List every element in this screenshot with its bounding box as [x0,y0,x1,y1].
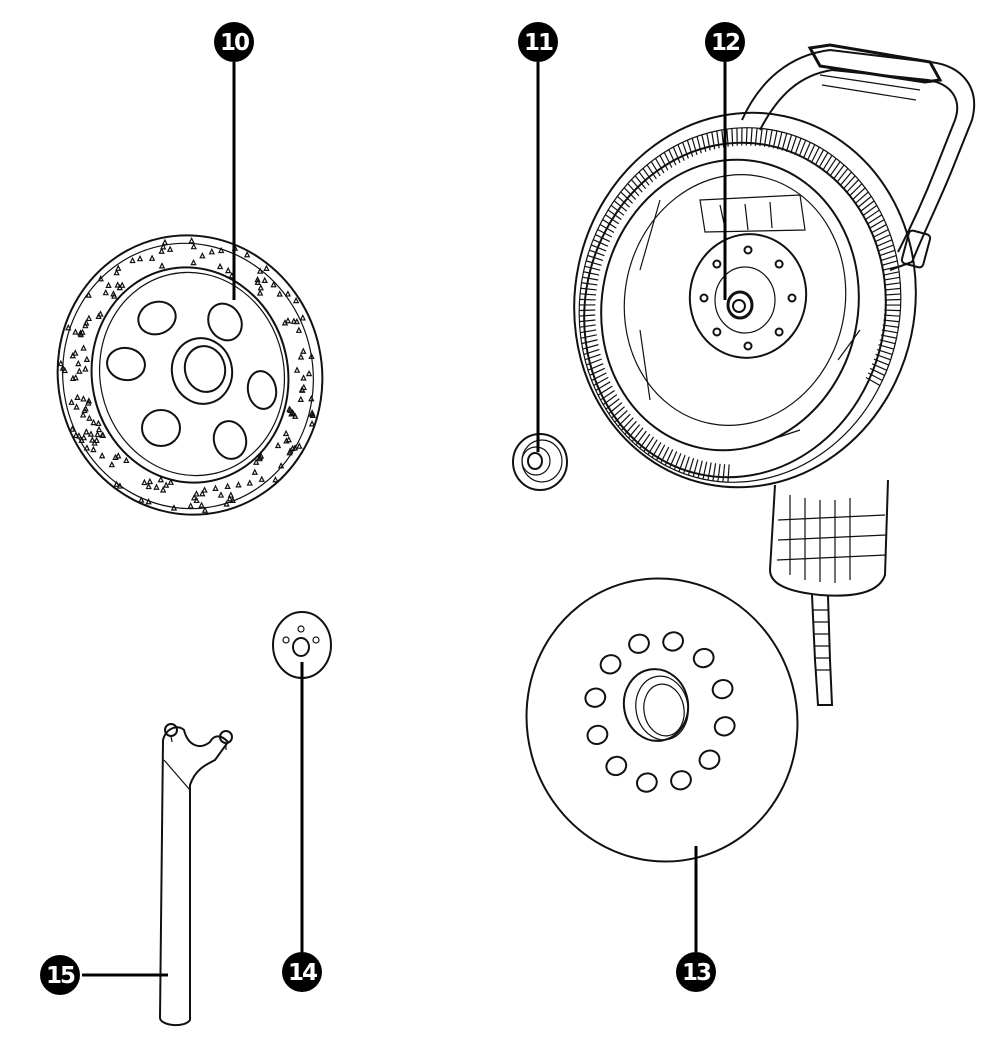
callout-13-label: 13 [682,960,711,986]
callout-12: 12 [705,22,745,62]
callout-11: 11 [518,22,558,62]
callout-14: 14 [282,952,322,992]
flange-nut-part-11 [512,433,568,491]
callout-14-label: 14 [288,960,317,986]
callout-12-label: 12 [711,30,739,56]
pin-spanner-part-15 [158,723,233,1026]
callout-15-label: 15 [46,963,75,989]
backing-plate-part-13 [525,577,799,863]
leader-lines [82,62,727,977]
diamond-disc-part-10 [56,234,324,516]
callout-15: 15 [40,955,80,995]
flange-part-14 [272,611,332,679]
callout-13: 13 [676,952,716,992]
grinder-tool-part-12 [573,43,976,706]
callout-11-label: 11 [524,30,553,56]
callout-10: 10 [214,22,254,62]
callout-10-label: 10 [220,30,249,56]
